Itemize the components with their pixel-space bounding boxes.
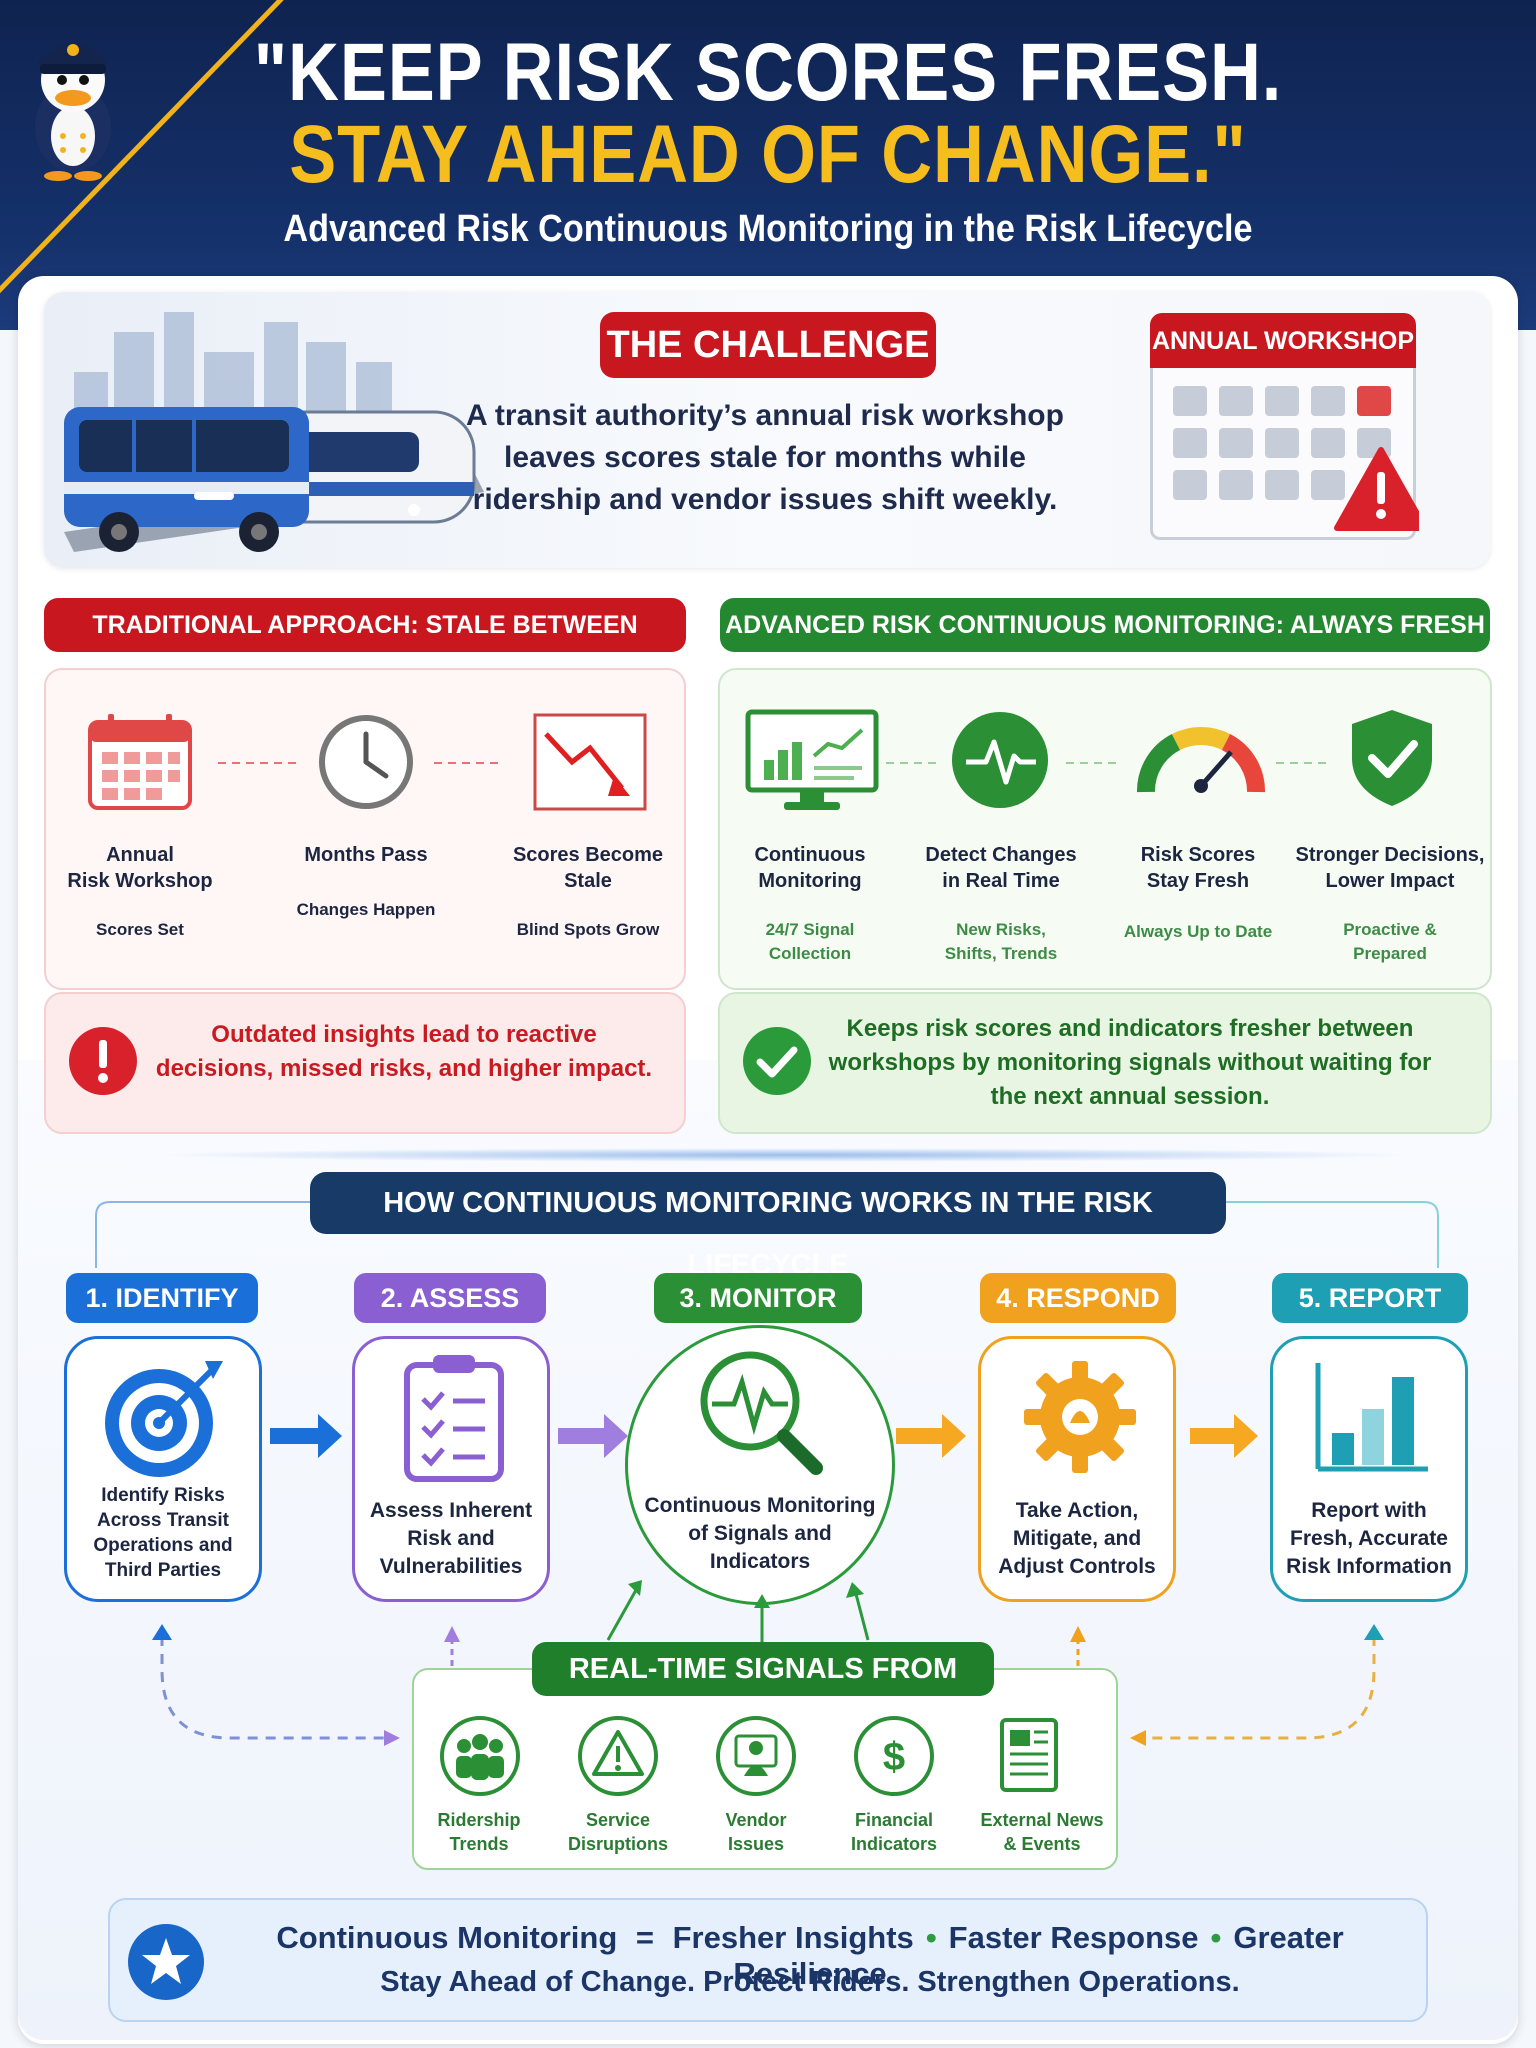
adv-step-2-sub: New Risks, Shifts, Trends <box>944 920 1058 963</box>
stage-assess-card: Assess Inherent Risk and Vulnerabilities <box>352 1336 550 1602</box>
signal-financial-label: Financial Indicators <box>850 1810 938 1854</box>
advanced-benefit-box: Keeps risk scores and indicators fresher… <box>718 992 1492 1134</box>
traditional-approach-panel: Annual Risk Workshop Scores Set Months P… <box>44 668 686 990</box>
lifecycle-header: HOW CONTINUOUS MONITORING WORKS IN THE R… <box>310 1172 1226 1281</box>
adv-step-4-sub: Proactive & Prepared <box>1343 920 1437 963</box>
adv-step-3-sub: Always Up to Date <box>1123 922 1273 941</box>
challenge-description: A transit authority’s annual risk worksh… <box>466 399 1064 516</box>
bullet-dot: • <box>1210 1920 1222 1955</box>
vendor-icon <box>716 1716 796 1796</box>
shield-check-icon <box>1352 710 1432 806</box>
trad-step-1-label: Annual Risk Workshop <box>67 844 213 892</box>
stage-identify-card: Identify Risks Across Transit Operations… <box>64 1336 262 1602</box>
star-icon <box>128 1924 204 2000</box>
adv-step-3-label: Risk Scores Stay Fresh <box>1140 844 1256 892</box>
pulse-icon <box>952 712 1048 808</box>
footer-tagline: Stay Ahead of Change. Protect Riders. St… <box>380 1966 1240 1998</box>
lifecycle-top-connector <box>95 1201 1439 1268</box>
warning-icon <box>578 1716 658 1796</box>
traditional-approach-header: TRADITIONAL APPROACH: STALE BETWEEN WORK… <box>44 598 686 693</box>
check-circle-icon <box>743 1027 811 1095</box>
calendar-alert-icon <box>1150 368 1428 540</box>
dashed-connector <box>218 762 298 764</box>
arrow-icon <box>896 1414 966 1458</box>
footer-equation: Continuous Monitoring = Fresher Insights… <box>230 1920 1390 1992</box>
stage-monitor-label: 3. MONITOR <box>654 1273 862 1323</box>
clock-icon <box>319 715 413 809</box>
gauge-icon <box>1137 727 1265 793</box>
traditional-warning-box: Outdated insights lead to reactive decis… <box>44 992 686 1134</box>
lifecycle-arrows <box>152 1414 1384 1746</box>
dashed-connector <box>886 762 936 764</box>
stage-assess-label: 2. ASSESS <box>354 1273 546 1323</box>
stage-monitor-card: Continuous Monitoring of Signals and Ind… <box>625 1325 895 1605</box>
dollar-icon: $ <box>854 1716 934 1796</box>
footer-term: Continuous Monitoring <box>276 1920 618 1955</box>
arrow-icon <box>1190 1414 1258 1458</box>
advanced-benefit-text: Keeps risk scores and indicators fresher… <box>828 1015 1432 1110</box>
trad-step-2-label: Months Pass <box>304 844 428 866</box>
headline-line-1: "KEEP RISK SCORES FRESH. <box>253 27 1283 118</box>
people-icon <box>440 1716 520 1796</box>
declining-chart-icon <box>533 713 647 811</box>
real-time-signals-panel: $ Ridership Trends Service Disruptions V… <box>412 1668 1118 1870</box>
stage-report-label: 5. REPORT <box>1272 1273 1468 1323</box>
footer-equals: = <box>635 1920 654 1955</box>
trad-step-3-sub: Blind Spots Grow <box>516 920 660 939</box>
arrow-icon <box>270 1414 342 1458</box>
advanced-monitoring-panel: Continuous Monitoring 24/7 Signal Collec… <box>718 668 1492 990</box>
adv-step-2-label: Detect Changes in Real Time <box>925 844 1077 892</box>
dashed-connector <box>434 762 504 764</box>
real-time-signals-header: REAL-TIME SIGNALS FROM <box>532 1642 994 1696</box>
annual-workshop-badge: ANNUAL WORKSHOP <box>1150 313 1416 369</box>
trad-step-3-label: Scores Become Stale <box>512 844 664 892</box>
adv-step-1-label: Continuous Monitoring <box>754 844 866 892</box>
trad-step-2-sub: Changes Happen <box>296 900 436 919</box>
section-divider-glow <box>150 1148 1420 1162</box>
transit-vehicles-illustration-icon <box>64 312 484 552</box>
traditional-warning-text: Outdated insights lead to reactive decis… <box>155 1021 653 1082</box>
magnifier-pulse-icon <box>700 1351 823 1475</box>
target-icon <box>105 1361 223 1477</box>
stage-identify-text: Identify Risks Across Transit Operations… <box>93 1485 233 1581</box>
bullet-dot: • <box>925 1920 937 1955</box>
stage-respond-label: 4. RESPOND <box>980 1273 1176 1323</box>
dashed-connector <box>1276 762 1326 764</box>
signal-disruptions-label: Service Disruptions <box>567 1810 668 1854</box>
adv-step-4-label: Stronger Decisions, Lower Impact <box>1295 844 1485 892</box>
gear-icon <box>1024 1361 1136 1473</box>
monitor-dashboard-icon <box>745 709 879 810</box>
duck-captain-mascot-icon <box>35 43 111 181</box>
exclamation-icon <box>69 1027 137 1095</box>
svg-text:$: $ <box>883 1735 905 1779</box>
header-diagonal-stripe <box>0 0 284 294</box>
adv-step-1-sub: 24/7 Signal Collection <box>765 920 855 963</box>
footer-summary: Continuous Monitoring = Fresher Insights… <box>108 1898 1428 2022</box>
advanced-monitoring-header: ADVANCED RISK CONTINUOUS MONITORING: ALW… <box>720 598 1490 652</box>
challenge-label: THE CHALLENGE <box>600 312 936 378</box>
news-icon <box>1000 1718 1058 1792</box>
signal-ridership-label: Ridership Trends <box>437 1810 521 1854</box>
headline-line-2: STAY AHEAD OF CHANGE." <box>289 109 1247 200</box>
stage-assess-text: Assess Inherent Risk and Vulnerabilities <box>369 1499 533 1578</box>
calendar-icon <box>88 714 192 810</box>
signal-vendor-label: Vendor Issues <box>725 1810 787 1854</box>
stage-report-text: Report with Fresh, Accurate Risk Informa… <box>1286 1499 1452 1578</box>
signal-news-label: External News & Events <box>980 1810 1104 1854</box>
trad-step-1-sub: Scores Set <box>96 920 184 939</box>
stage-identify-label: 1. IDENTIFY <box>66 1273 258 1323</box>
clipboard-icon <box>404 1355 504 1482</box>
stage-report-card: Report with Fresh, Accurate Risk Informa… <box>1270 1336 1468 1602</box>
footer-benefit-3: Greater Resilience <box>733 1920 1344 1991</box>
bar-chart-icon <box>1315 1363 1428 1472</box>
arrow-icon <box>558 1414 628 1458</box>
stage-monitor-text: Continuous Monitoring of Signals and Ind… <box>644 1494 876 1573</box>
header-banner: "KEEP RISK SCORES FRESH. STAY AHEAD OF C… <box>0 0 1536 330</box>
dashed-connector <box>1066 762 1116 764</box>
subtitle: Advanced Risk Continuous Monitoring in t… <box>283 208 1253 250</box>
stage-respond-card: Take Action, Mitigate, and Adjust Contro… <box>978 1336 1176 1602</box>
footer-benefit-1: Fresher Insights <box>672 1920 914 1955</box>
stage-respond-text: Take Action, Mitigate, and Adjust Contro… <box>998 1499 1156 1578</box>
footer-benefit-2: Faster Response <box>948 1920 1199 1955</box>
